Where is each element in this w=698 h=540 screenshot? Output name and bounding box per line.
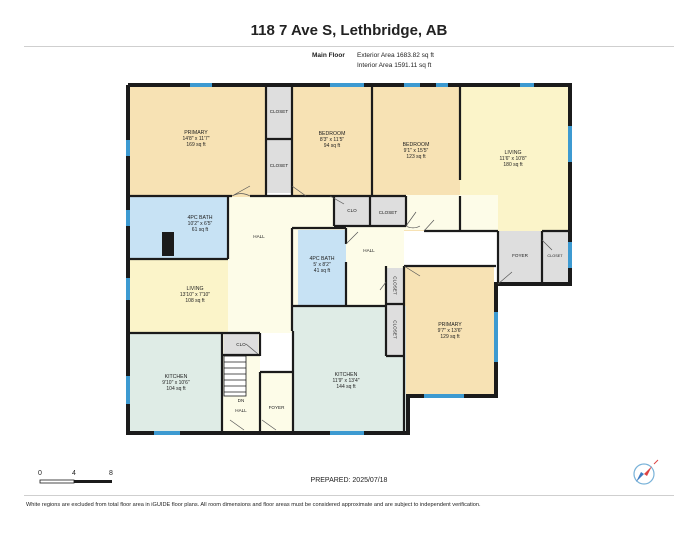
page-title: 118 7 Ave S, Lethbridge, AB [250,22,448,39]
interior-area: Interior Area 1591.11 sq ft [357,62,432,69]
scale-tick-8: 8 [109,470,113,477]
footer-divider [24,495,674,496]
kitchen-1-fill [130,333,222,431]
clo-stair-fill [224,333,258,355]
chimney-block [162,232,174,256]
closet-foyer-fill [542,231,568,282]
bedroom-1-fill [292,85,372,195]
closet-b-label: CLOSET [269,163,289,168]
hall-1-label: HALL [253,234,265,239]
scale-tick-0: 0 [38,470,42,477]
dn-label: DN [237,398,245,403]
closet-hall-label: CLOSET [378,210,398,215]
hall-2-label: HALL [363,248,375,253]
closet-hall-fill [370,197,406,225]
bath-2-fill [298,230,346,306]
clo-stair-label: CLO [236,342,246,347]
foyer-2-fill [498,231,542,282]
exterior-area: Exterior Area 1683.82 sq ft [357,52,434,59]
floor-label: Main Floor [312,52,345,59]
foyer-1-fill [260,372,293,431]
disclaimer: White regions are excluded from total fl… [26,502,481,508]
bath-1-fill [130,197,228,259]
primary-2-fill [404,266,494,396]
foyer-2-label: FOYER [512,253,528,258]
primary-room-fill [130,85,266,197]
clo-hall-label: CLO [347,208,357,213]
closet-b-fill [266,139,292,193]
closet-d-label: CLOSET [392,320,398,339]
closet-a-fill [266,85,292,139]
closet-c-label: CLOSET [392,276,398,295]
stairs [223,355,247,397]
closet-foyer-label: CLOSET [547,254,563,258]
compass-icon [633,459,659,485]
stair-hall-label: HALL [235,408,247,413]
scale-bar [39,479,112,484]
closet-a-label: CLOSET [269,109,289,114]
title-divider [24,46,674,47]
closet-c-fill [386,268,404,304]
prepared-date: PREPARED: 2025/07/18 [310,477,388,484]
hall-1-fill [228,197,298,333]
interior-walls [128,85,570,433]
foyer-1-label: FOYER [268,405,285,410]
windows [126,83,572,435]
scale-tick-4: 4 [72,470,76,477]
door-swings [229,185,553,431]
closet-d-fill [386,304,404,356]
